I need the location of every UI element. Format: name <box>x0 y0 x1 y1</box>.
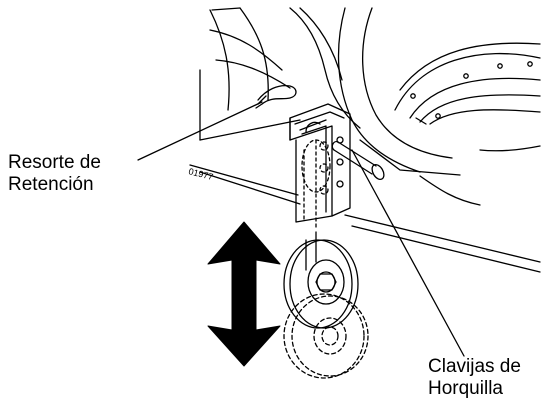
bracket-hidden-holes <box>301 139 331 231</box>
wheel-alternate-position <box>283 293 369 379</box>
hairpin-cotters-label-line2: Horquilla <box>428 378 503 399</box>
retention-spring-label-line2: Retención <box>8 174 94 195</box>
deck-dome <box>394 42 541 152</box>
wheel <box>283 231 359 329</box>
retention-spring-label-line1: Resorte de <box>8 152 101 173</box>
hairpin-cotters-label: Clavijas de Horquilla <box>428 356 521 400</box>
retention-spring <box>255 84 297 109</box>
leader-line-hairpin-cotters <box>351 149 465 357</box>
hairpin-cotters-label-line1: Clavijas de <box>428 356 521 377</box>
figure-number: 01977 <box>188 166 215 182</box>
retention-spring-label: Resorte de Retención <box>8 152 101 196</box>
mower-deck <box>189 7 541 273</box>
leader-line-retention-spring <box>137 101 263 161</box>
up-down-arrow-icon <box>207 221 281 367</box>
hairpin-cotter-pin <box>331 140 385 181</box>
